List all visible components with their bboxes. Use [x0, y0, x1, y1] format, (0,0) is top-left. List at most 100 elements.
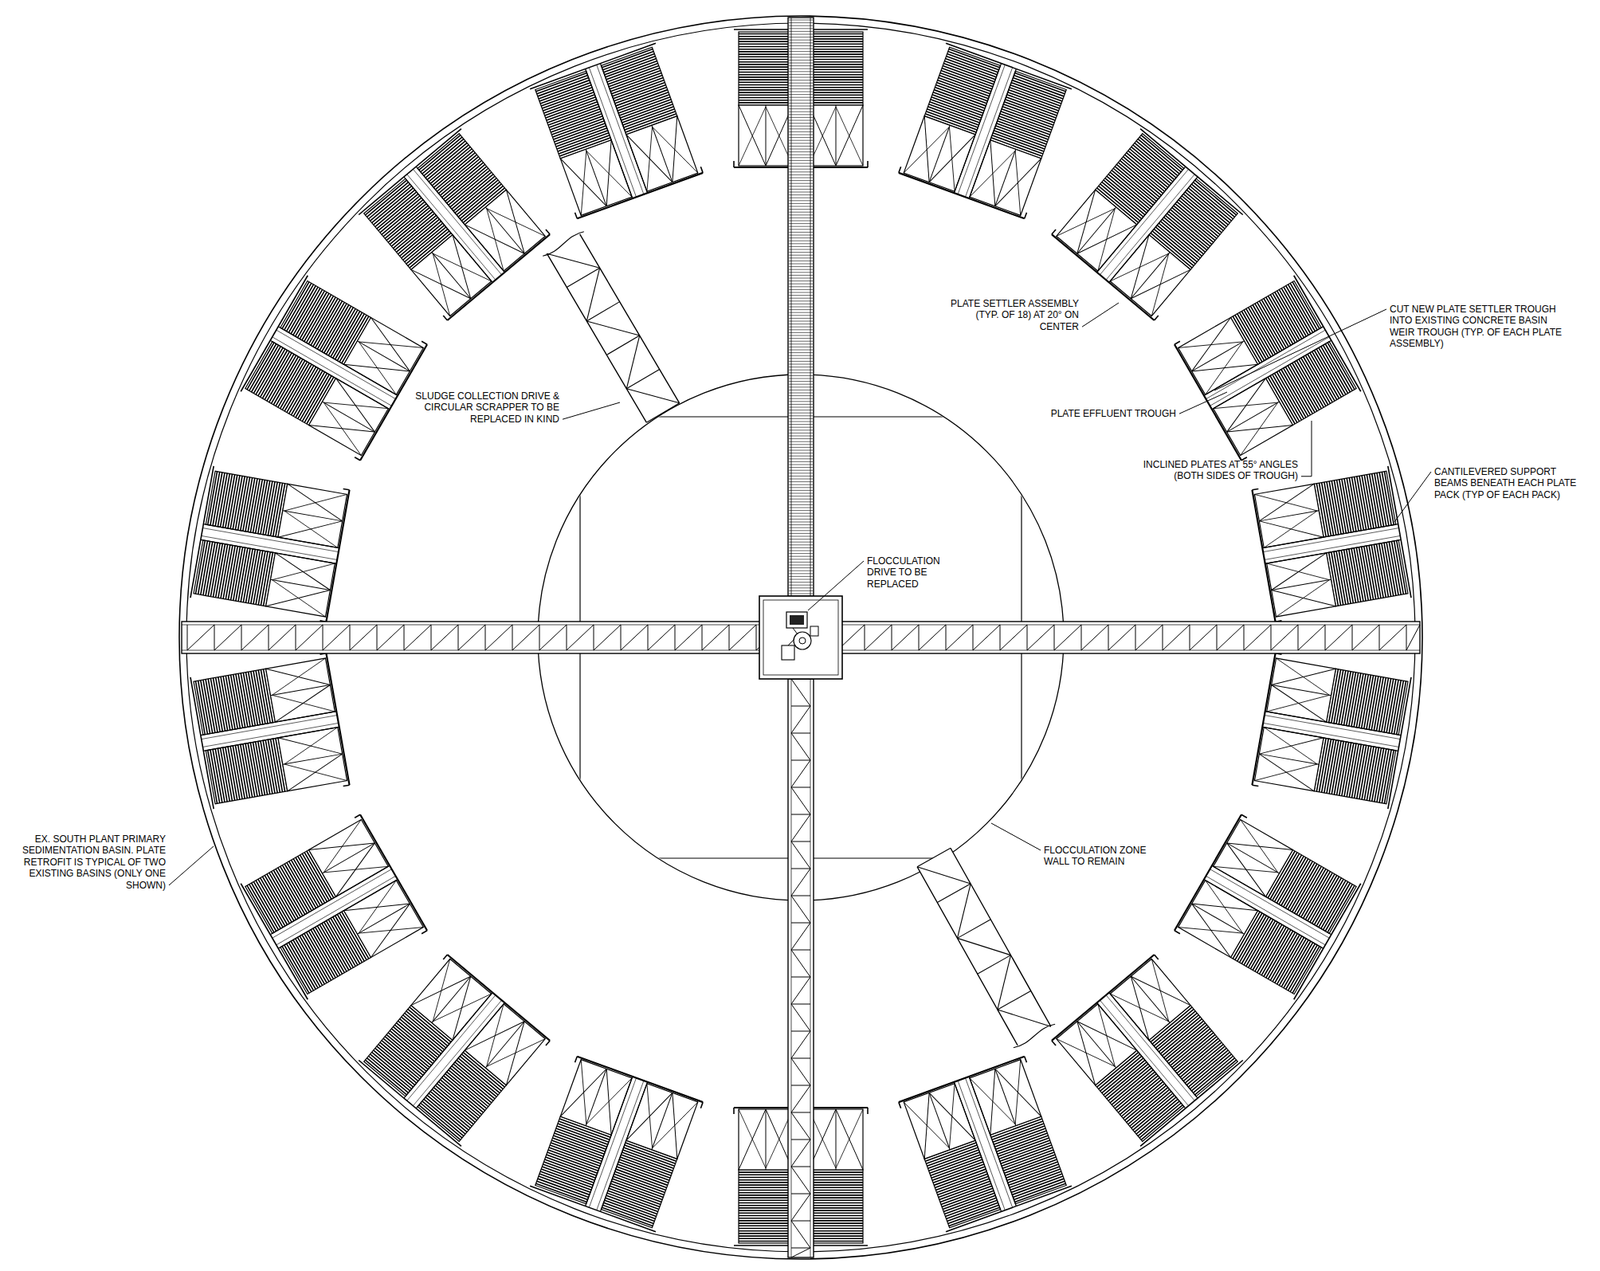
inclined-plate: [1376, 472, 1387, 526]
grating: [788, 547, 813, 549]
inclined-plate: [203, 679, 213, 734]
inclined-plate: [210, 678, 220, 732]
inclined-plate: [1333, 670, 1344, 724]
inclined-plate: [1338, 670, 1349, 725]
inclined-plate: [265, 740, 275, 794]
grating: [788, 171, 813, 173]
inclined-plate: [1117, 162, 1160, 198]
inclined-plate: [808, 1238, 863, 1240]
inclined-plate: [1121, 1081, 1163, 1117]
inclined-plate: [1108, 174, 1150, 210]
truss-diagonal: [1108, 624, 1136, 651]
inclined-plate: [738, 1194, 793, 1197]
trough-wall: [1203, 879, 1324, 950]
grating: [788, 120, 813, 122]
inclined-plate: [425, 142, 467, 178]
truss-diagonal: [620, 624, 648, 651]
inclined-plate: [436, 156, 479, 193]
inclined-plate: [1361, 745, 1372, 800]
trough-wall: [412, 168, 502, 275]
inclined-plate: [738, 1200, 793, 1202]
plate-pack: [193, 668, 275, 735]
frame-brace: [1213, 379, 1279, 432]
inclined-plate: [420, 1102, 463, 1138]
inclined-plate: [438, 1081, 480, 1117]
truss-diagonal: [791, 1031, 811, 1059]
truss-post: [1243, 624, 1245, 651]
inclined-plate: [1133, 1094, 1175, 1130]
trough-wall: [412, 1000, 502, 1106]
grating: [788, 579, 813, 581]
trough-wall: [1211, 340, 1332, 410]
inclined-plate: [1167, 213, 1209, 249]
grating: [788, 337, 813, 339]
frame-brace: [1254, 753, 1319, 792]
inclined-plate: [212, 472, 223, 526]
grating: [788, 389, 813, 391]
inclined-plate: [225, 675, 236, 730]
truss-post: [1162, 624, 1164, 651]
inclined-plate: [808, 86, 863, 89]
support-frame: [411, 235, 492, 317]
grating: [788, 289, 813, 291]
truss-post: [593, 624, 595, 651]
inclined-plate: [808, 89, 863, 91]
grating: [788, 481, 813, 483]
truss-diagonal: [791, 787, 811, 815]
trough-wall: [964, 67, 1012, 198]
frame-brace: [279, 510, 343, 548]
truss-diagonal: [593, 624, 621, 651]
frame-brace: [1266, 552, 1330, 590]
grating: [788, 217, 813, 219]
inclined-plate: [1388, 679, 1399, 734]
frame-brace: [271, 684, 335, 722]
truss-post: [791, 841, 811, 843]
truss-post: [791, 1193, 811, 1195]
truss-diagonal: [791, 895, 811, 923]
drive-gear: [793, 631, 812, 650]
inclined-plate: [384, 1036, 427, 1072]
frame-brace: [1056, 1021, 1117, 1086]
frame-brace: [903, 1092, 950, 1159]
inclined-plate: [808, 1235, 863, 1237]
trough-wall: [588, 67, 636, 198]
inclined-plate: [808, 1184, 863, 1186]
grating: [788, 486, 813, 488]
truss-post: [701, 624, 703, 651]
plate-pack: [1326, 668, 1408, 735]
inclined-plate: [255, 479, 266, 534]
inclined-plate: [207, 749, 218, 804]
inclined-plate: [391, 211, 433, 247]
inclined-plate: [808, 1225, 863, 1228]
truss-diagonal: [791, 1139, 811, 1167]
callout-note: PLATE SETTLER ASSEMBLY (TYP. OF 18) AT 2…: [941, 298, 1079, 333]
trough-wall: [588, 1078, 636, 1208]
trough-wall: [596, 1080, 644, 1211]
inclined-plate: [240, 477, 251, 531]
frame-brace: [1109, 235, 1170, 299]
trough-wall: [272, 337, 393, 407]
frame-brace: [278, 510, 343, 549]
trough-wall: [276, 875, 397, 946]
frame-brace: [1266, 684, 1332, 722]
grating: [788, 346, 813, 348]
callout-note: FLOCCULATION DRIVE TO BE REPLACED: [866, 555, 955, 590]
frame-brace: [651, 1092, 673, 1150]
inclined-plate: [240, 548, 251, 602]
inclined-plate: [808, 1227, 863, 1230]
grating: [788, 298, 813, 299]
beam-end: [866, 1107, 869, 1114]
inclined-plate: [1351, 744, 1361, 798]
truss-post: [431, 624, 432, 651]
frame-brace: [585, 1068, 632, 1135]
truss-post: [1298, 624, 1299, 651]
beam-end: [733, 160, 735, 168]
frame-brace: [270, 552, 336, 591]
cantilever-beam: [945, 1185, 1072, 1232]
inclined-plate: [1321, 482, 1332, 537]
frame-brace: [1192, 341, 1257, 395]
trough-wall: [1205, 875, 1326, 946]
grating: [788, 91, 813, 93]
inclined-plate: [808, 1196, 863, 1199]
truss-post: [918, 624, 920, 651]
